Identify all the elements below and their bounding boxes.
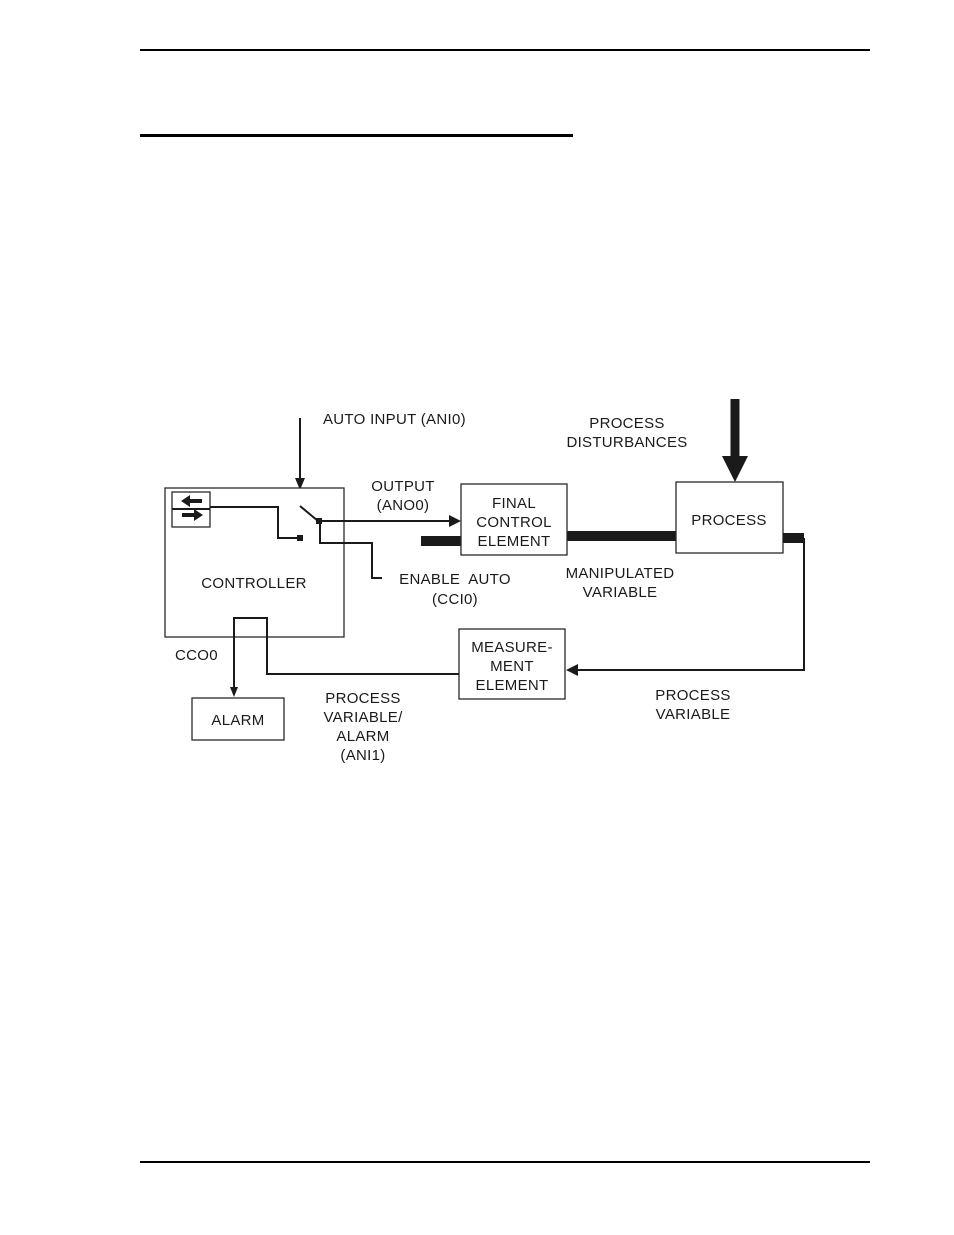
enable-auto-label-line-1: ENABLE AUTO (399, 571, 511, 588)
controller-label: CONTROLLER (201, 575, 307, 592)
process-variable-label-line-1: PROCESS (655, 687, 730, 704)
pv-alarm-label-line-1: PROCESS (325, 690, 400, 707)
final-control-label-line-3: ELEMENT (478, 533, 551, 550)
process-disturbances-label-line-1: PROCESS (589, 415, 664, 432)
pv-alarm-label-line-2: VARIABLE/ (323, 709, 403, 726)
pv-alarm-label-line-4: (ANI1) (340, 747, 385, 764)
final-control-label-line-1: FINAL (492, 495, 536, 512)
measurement-label-line-2: MENT (490, 658, 534, 675)
controller-mode-icon (172, 492, 210, 527)
measurement-label-line-3: ELEMENT (476, 677, 549, 694)
process-label: PROCESS (691, 512, 766, 529)
process-disturbances-label-line-2: DISTURBANCES (566, 434, 687, 451)
manipulated-variable-label-line-2: VARIABLE (583, 584, 658, 601)
enable-auto-label-line-2: (CCI0) (432, 591, 478, 608)
output-label-line-2: (ANO0) (377, 497, 430, 514)
output-label-line-1: OUTPUT (371, 478, 434, 495)
process-variable-feedback-line (566, 538, 804, 676)
alarm-label: ALARM (211, 712, 264, 729)
measurement-label-line-1: MEASURE- (471, 639, 553, 656)
cco0-label: CCO0 (175, 647, 218, 664)
final-control-label-line-2: CONTROL (476, 514, 551, 531)
pv-alarm-label-line-3: ALARM (336, 728, 389, 745)
process-variable-label-line-2: VARIABLE (656, 706, 731, 723)
process-variable-alarm-line (234, 618, 459, 687)
process-disturbances-arrow (722, 399, 748, 482)
manipulated-variable-label-line-1: MANIPULATED (566, 565, 675, 582)
auto-input-label: AUTO INPUT (ANI0) (323, 411, 466, 428)
alarm-arrowhead (230, 687, 238, 697)
